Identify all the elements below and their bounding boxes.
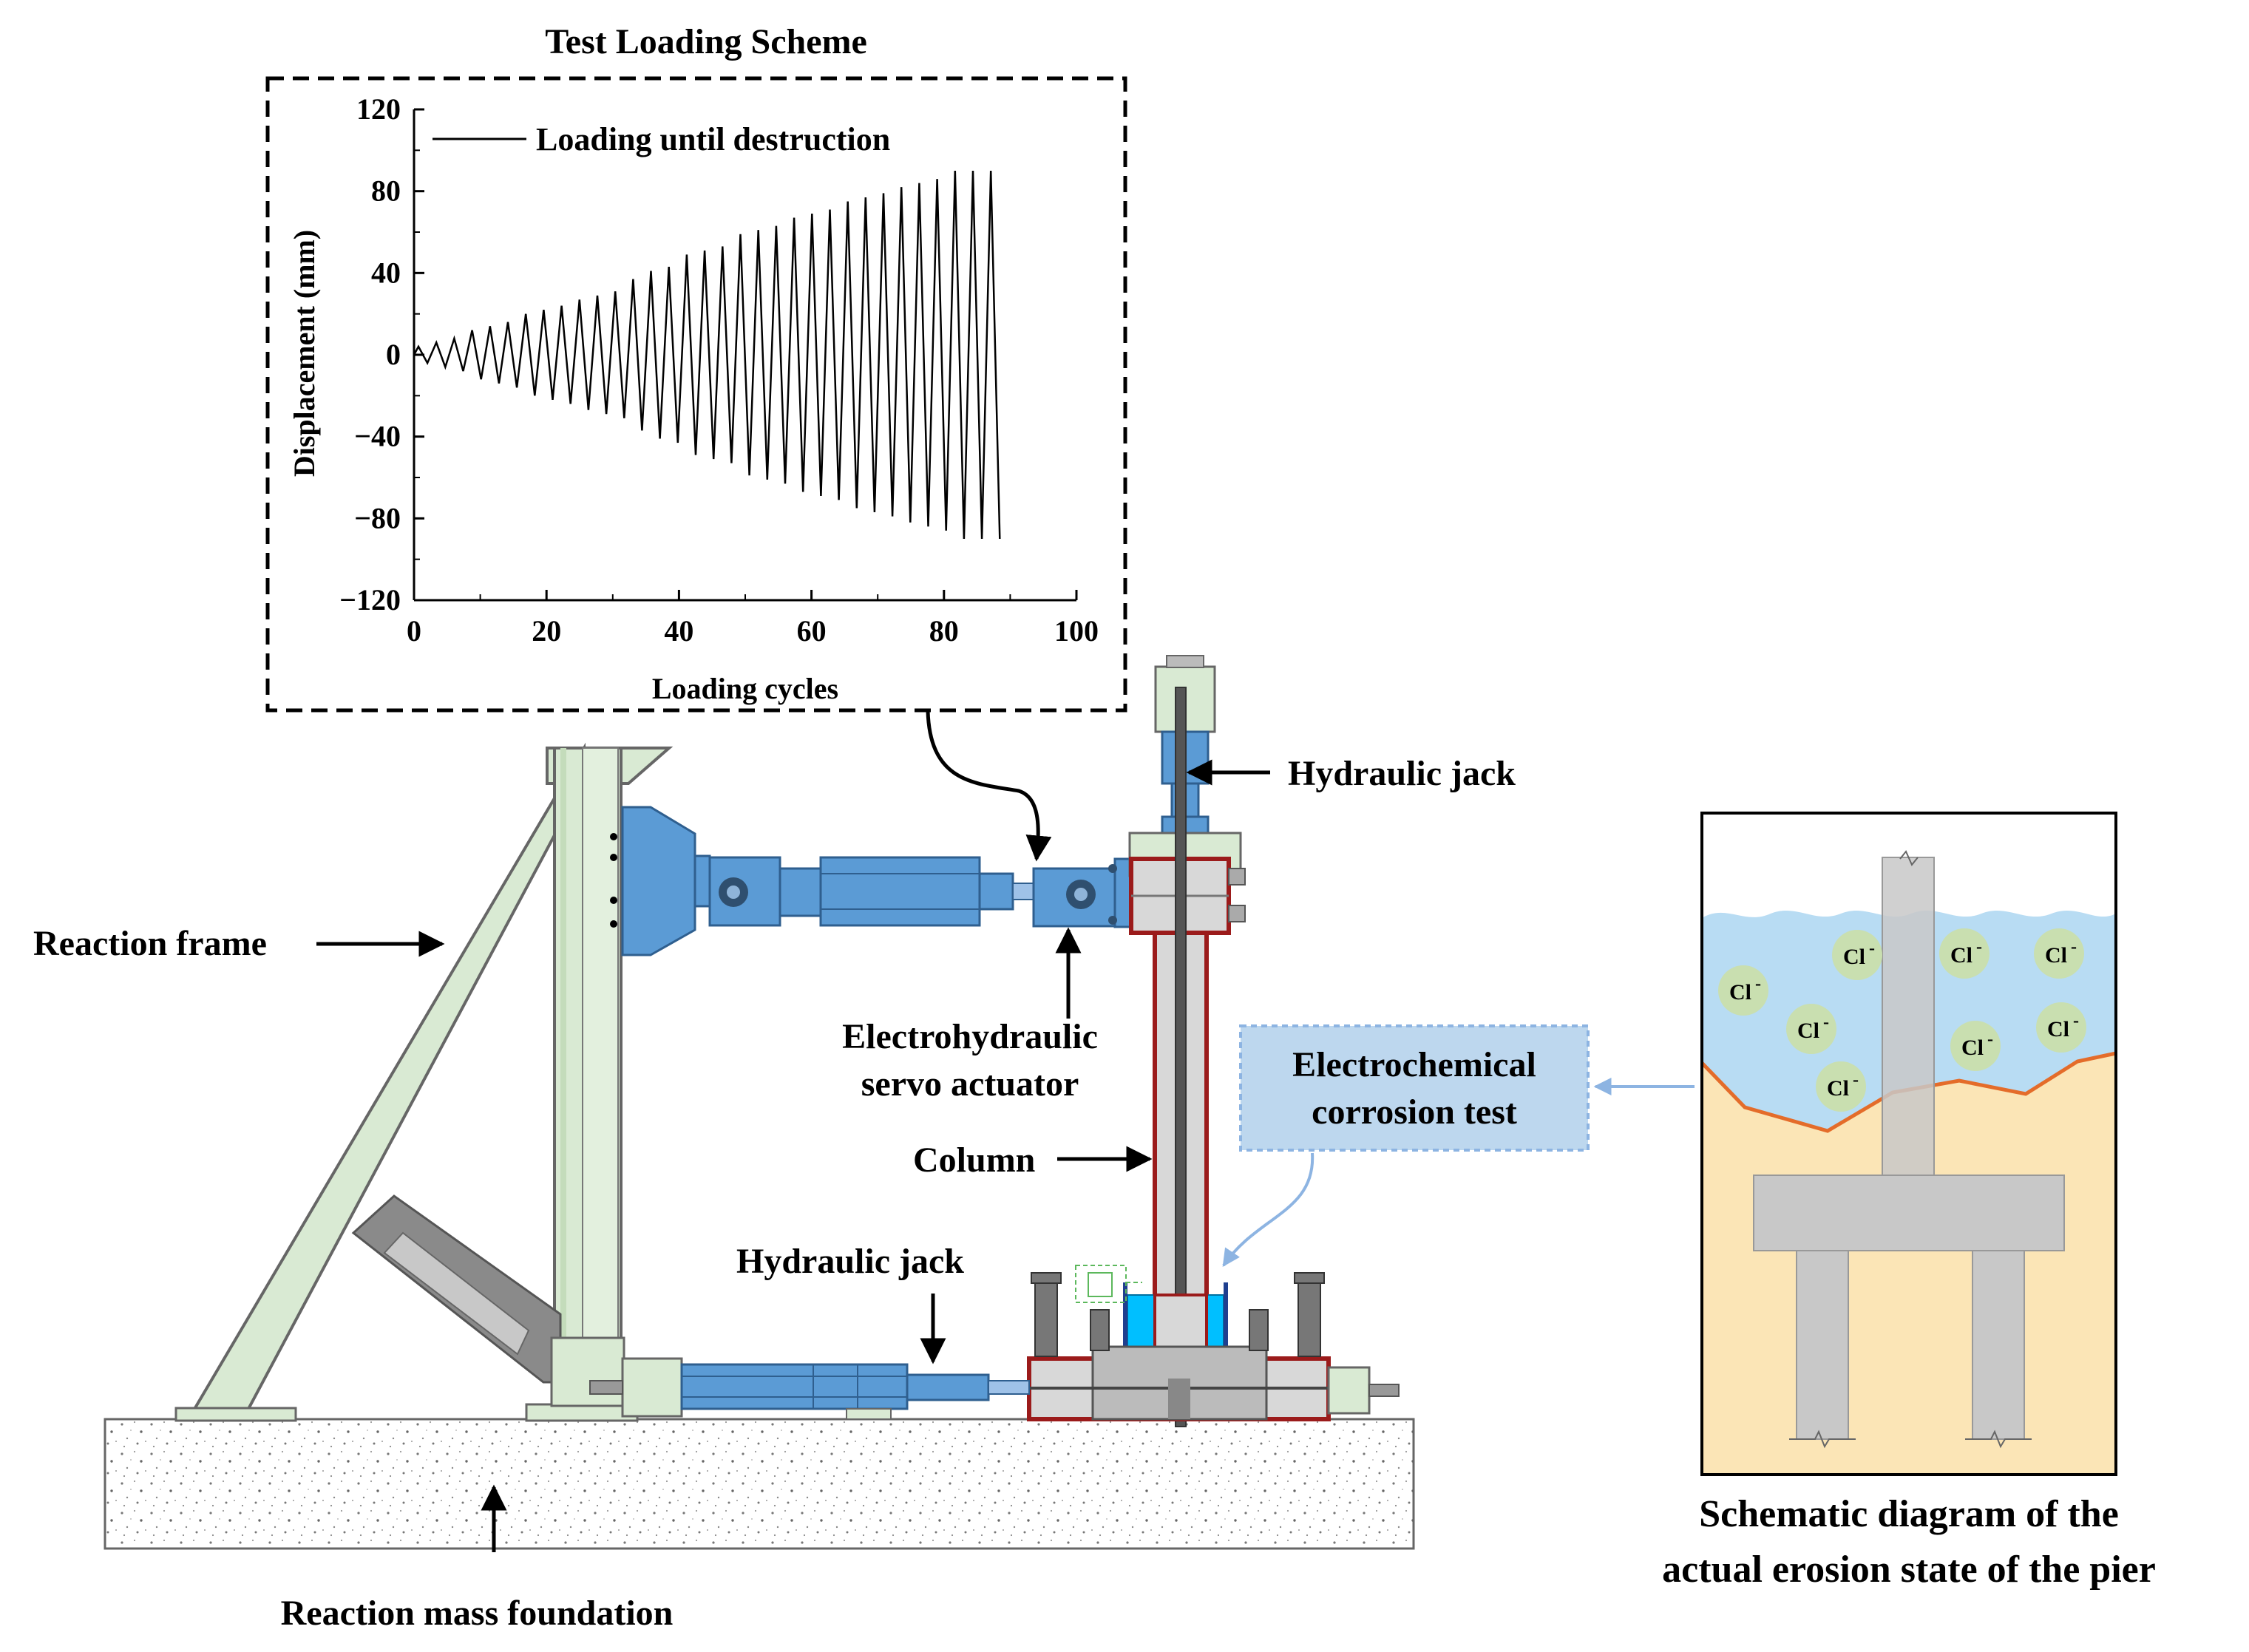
label-schematic-line1: Schematic diagram of the xyxy=(1699,1493,2119,1535)
chloride-charge: - xyxy=(1823,1013,1829,1032)
schematic-frame xyxy=(1700,812,2117,1476)
label-hydraulic-jack-bottom: Hydraulic jack xyxy=(736,1242,964,1281)
chloride-charge: - xyxy=(1869,939,1875,958)
power-supply xyxy=(1075,1265,1127,1303)
arrow-callout-to-tank xyxy=(1222,1152,1315,1267)
y-tick-label: −80 xyxy=(354,501,401,534)
chloride-charge: - xyxy=(2073,1011,2079,1030)
chloride-charge: - xyxy=(1987,1030,1993,1049)
corrosion-tank xyxy=(1075,1265,1228,1354)
column xyxy=(1129,687,1246,1427)
chloride-symbol: Cl xyxy=(2045,943,2067,968)
legend-entry: Loading until destruction xyxy=(536,121,890,157)
chloride-ion: Cl- xyxy=(2034,928,2084,979)
callout-box xyxy=(1239,1024,1590,1152)
y-tick-label: 120 xyxy=(356,92,401,126)
pile-left xyxy=(1796,1250,1849,1440)
frame-base-plate-left xyxy=(174,1407,297,1422)
chloride-symbol: Cl xyxy=(2047,1017,2069,1041)
y-tick-label: 40 xyxy=(371,256,401,289)
reaction-mass-foundation xyxy=(104,1418,1415,1550)
y-tick-label: −120 xyxy=(339,583,401,616)
chloride-symbol: Cl xyxy=(1729,980,1751,1005)
label-corrosion-line2: corrosion test xyxy=(1312,1092,1517,1132)
x-tick-label: 80 xyxy=(929,614,959,647)
anchor-bolts xyxy=(1031,1272,1325,1357)
label-schematic-line2: actual erosion state of the pier xyxy=(1662,1549,2156,1591)
x-tick-label: 40 xyxy=(664,614,693,647)
pier-column xyxy=(1882,857,1935,1176)
label-actuator-line2: servo actuator xyxy=(861,1064,1079,1104)
label-hydraulic-jack-top: Hydraulic jack xyxy=(1288,754,1516,793)
x-tick-label: 60 xyxy=(797,614,827,647)
chloride-symbol: Cl xyxy=(1827,1076,1849,1101)
chloride-ion: Cl- xyxy=(1939,928,1990,979)
chloride-charge: - xyxy=(1853,1070,1859,1090)
pier-schematic: Cl-Cl-Cl-Cl-Cl-Cl-Cl-Cl- xyxy=(1700,812,2117,1476)
chart-series xyxy=(413,170,1001,540)
frame-web xyxy=(582,747,619,1414)
x-tick-label: 100 xyxy=(1054,614,1099,647)
label-column: Column xyxy=(913,1141,1035,1180)
pile-right xyxy=(1972,1250,2025,1440)
column-rebar xyxy=(1175,687,1187,1427)
x-axis-label: Loading cycles xyxy=(652,672,838,705)
reaction-frame xyxy=(174,742,674,1422)
chart-legend: Loading until destruction xyxy=(432,121,890,157)
chloride-symbol: Cl xyxy=(1961,1036,1984,1060)
chloride-ion: Cl- xyxy=(1816,1061,1866,1112)
y-tick-label: −40 xyxy=(354,420,401,453)
pile-cap xyxy=(1753,1175,2065,1251)
x-tick-label: 0 xyxy=(407,614,421,647)
actuator-base-flange xyxy=(621,806,696,956)
frame-base-box xyxy=(550,1336,625,1407)
y-tick-label: 80 xyxy=(371,174,401,208)
chloride-symbol: Cl xyxy=(1843,945,1865,969)
chloride-ion: Cl- xyxy=(1718,965,1768,1016)
servo-actuator xyxy=(610,806,1153,956)
column-footing xyxy=(1027,1272,1400,1421)
arrow-inset-to-actuator xyxy=(926,710,1052,862)
chloride-ion: Cl- xyxy=(1832,930,1882,980)
chloride-symbol: Cl xyxy=(1797,1019,1819,1043)
chloride-ion: Cl- xyxy=(1786,1004,1836,1054)
chloride-charge: - xyxy=(1976,937,1982,956)
chart-ticks: 0 20 40 60 80 100 120 80 40 0 −40 −80 −120 xyxy=(339,92,1099,647)
bottom-hydraulic-jack xyxy=(589,1357,1030,1420)
chloride-ion: Cl- xyxy=(1950,1021,2001,1071)
series-line-loading xyxy=(413,170,1001,540)
corrosion-callout: Electrochemical corrosion test xyxy=(1222,1024,1695,1267)
label-arrows xyxy=(316,710,1270,1552)
inset-dashed-frame xyxy=(265,76,1127,713)
label-actuator-line1: Electrohydraulic xyxy=(842,1017,1098,1056)
label-corrosion-line1: Electrochemical xyxy=(1292,1045,1536,1084)
actuator-cylinder xyxy=(819,856,981,927)
chloride-ion: Cl- xyxy=(2036,1002,2086,1053)
inset-title: Test Loading Scheme xyxy=(545,22,867,61)
y-axis-label: Displacement (mm) xyxy=(288,230,321,477)
chloride-ions: Cl-Cl-Cl-Cl-Cl-Cl-Cl-Cl- xyxy=(1718,928,2086,1112)
x-tick-label: 20 xyxy=(532,614,561,647)
chloride-charge: - xyxy=(2071,937,2077,956)
chloride-charge: - xyxy=(1755,974,1761,993)
y-tick-label: 0 xyxy=(386,338,401,371)
frame-flange xyxy=(560,748,566,1413)
frame-knee-strut xyxy=(383,1231,530,1356)
label-foundation: Reaction mass foundation xyxy=(281,1594,674,1633)
chloride-symbol: Cl xyxy=(1950,943,1972,968)
label-reaction-frame: Reaction frame xyxy=(33,924,267,963)
